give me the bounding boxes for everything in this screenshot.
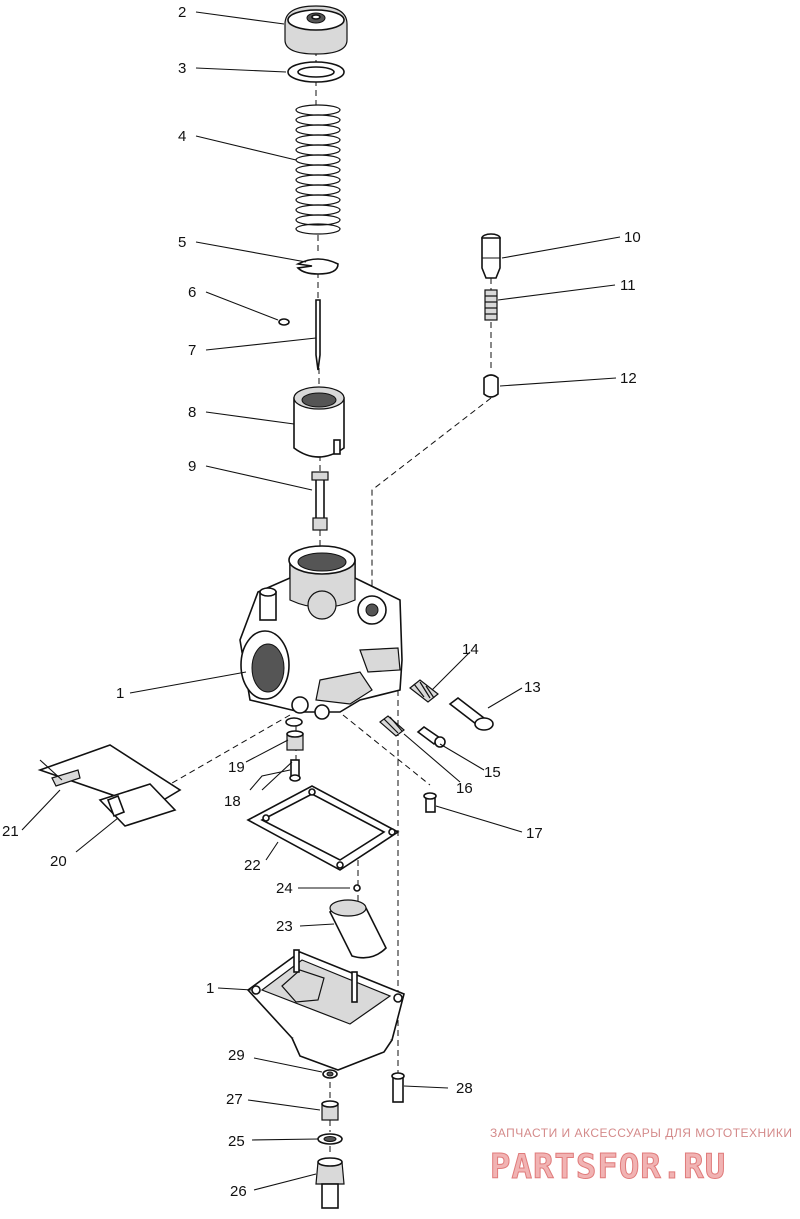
callout-7: 7 [188, 342, 196, 359]
part-15-screw [416, 725, 446, 748]
callout-23: 23 [276, 918, 293, 935]
part-13-pilot-screw [448, 696, 494, 731]
part-23-float [329, 899, 387, 959]
callout-1-body: 1 [116, 685, 124, 702]
callout-28: 28 [456, 1080, 473, 1097]
callout-2: 2 [178, 4, 186, 21]
callout-13: 13 [524, 679, 541, 696]
part-10-cable-adjuster [481, 233, 501, 279]
part-26-drain-fitting [315, 1157, 345, 1209]
part-9-needle-jet [311, 471, 329, 531]
part-6-clip [278, 318, 290, 326]
part-2-cap [284, 5, 348, 55]
part-25-o-ring [317, 1133, 343, 1145]
part-7-jet-needle [315, 299, 321, 371]
callout-25: 25 [228, 1133, 245, 1150]
callout-26: 26 [230, 1183, 247, 1200]
leader-lines [21, 11, 621, 1191]
callout-9: 9 [188, 458, 196, 475]
part-16-spring [379, 715, 405, 737]
callout-17: 17 [526, 825, 543, 842]
part-4-spring [295, 104, 341, 235]
callout-18: 18 [224, 793, 241, 810]
callout-12: 12 [620, 370, 637, 387]
watermark: ЗАПЧАСТИ И АКСЕССУАРЫ ДЛЯ МОТОТЕХНИКИ PA… [490, 1126, 792, 1188]
callout-29: 29 [228, 1047, 245, 1064]
part-8-throttle-slide [293, 386, 345, 458]
part-3-washer [287, 61, 345, 83]
callout-24: 24 [276, 880, 293, 897]
callout-19: 19 [228, 759, 245, 776]
watermark-brand: PARTSFOR.RU [490, 1147, 726, 1187]
callout-16: 16 [456, 780, 473, 797]
watermark-tagline: ЗАПЧАСТИ И АКСЕССУАРЫ ДЛЯ МОТОТЕХНИКИ [490, 1126, 792, 1140]
part-28-bowl-screw [391, 1072, 405, 1103]
part-24-pin [353, 884, 361, 892]
callout-3: 3 [178, 60, 186, 77]
callout-8: 8 [188, 404, 196, 421]
part-11-adjuster-spring [484, 289, 498, 321]
part-1-float-bowl [246, 949, 405, 1071]
callout-4: 4 [178, 128, 186, 145]
callout-5: 5 [178, 234, 186, 251]
part-14-pilot-screw-spring [409, 679, 439, 703]
part-18-main-jet [289, 759, 301, 782]
part-27-drain-plug [321, 1100, 339, 1121]
part-20-plate [98, 783, 177, 827]
part-22-bowl-gasket [246, 785, 400, 871]
part-17-screw [423, 792, 437, 813]
callout-20: 20 [50, 853, 67, 870]
part-19-jet-holder [285, 717, 304, 751]
callout-6: 6 [188, 284, 196, 301]
callout-22: 22 [244, 857, 261, 874]
callout-11: 11 [620, 277, 636, 294]
callout-21: 21 [2, 823, 19, 840]
callout-10: 10 [624, 229, 641, 246]
part-29-washer [322, 1069, 338, 1079]
part-1-carburetor-body [239, 545, 403, 720]
callout-15: 15 [484, 764, 501, 781]
callout-27: 27 [226, 1091, 243, 1108]
part-5-retainer-plate [295, 258, 339, 275]
part-12-plunger [483, 374, 499, 398]
callout-numbers: 2 3 4 5 6 7 8 9 10 11 12 1 14 13 15 16 1… [2, 4, 641, 1200]
callout-1-bowl: 1 [206, 980, 214, 997]
callout-14: 14 [462, 641, 479, 658]
